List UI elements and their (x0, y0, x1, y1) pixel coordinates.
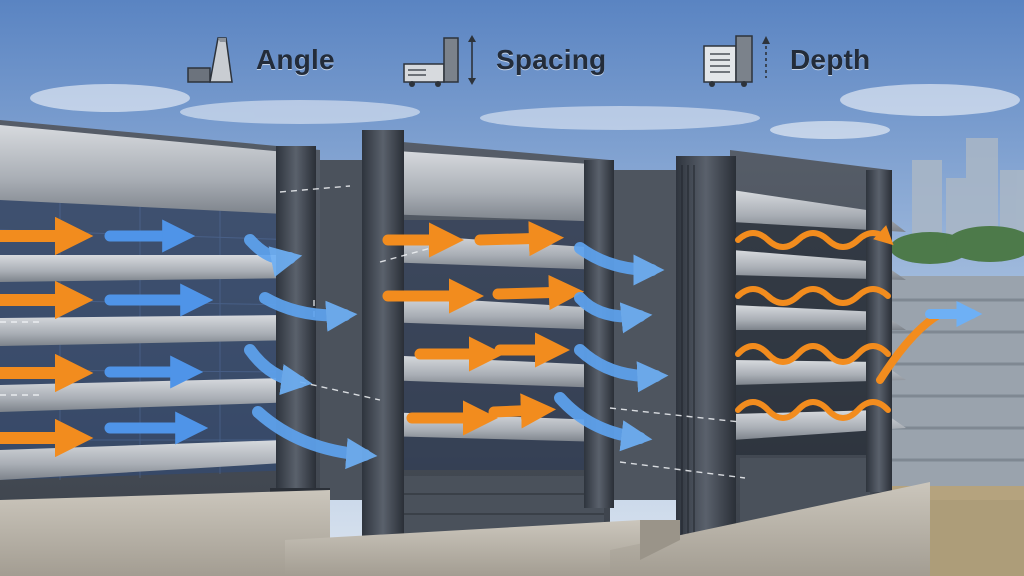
legend-spacing: Spacing (402, 32, 606, 88)
legend-depth: Depth (702, 32, 870, 88)
legend-label-angle: Angle (256, 44, 335, 75)
airflow-arrows-angle (0, 216, 378, 470)
legend-label-spacing: Spacing (496, 44, 607, 75)
spacing-icon (403, 35, 476, 87)
clouds (30, 84, 1020, 139)
concrete-bases (0, 482, 930, 576)
ground (930, 500, 1024, 576)
legend-label-depth: Depth (790, 44, 871, 75)
angle-icon (187, 37, 233, 83)
depth-icon (703, 35, 770, 87)
airflow-arrows-spacing (382, 221, 669, 452)
trees (890, 226, 1024, 264)
airflow-arrows-depth (735, 225, 983, 421)
legend-angle: Angle (186, 32, 335, 88)
louver-panel-spacing (350, 130, 614, 562)
